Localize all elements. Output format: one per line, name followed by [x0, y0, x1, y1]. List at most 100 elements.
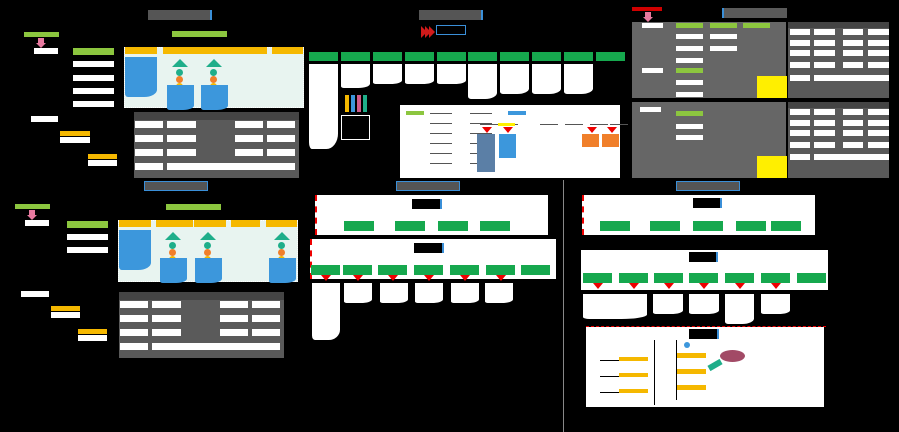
org-node[interactable]	[600, 221, 630, 231]
step-node[interactable]	[25, 220, 49, 226]
module-header[interactable]	[596, 52, 625, 61]
table-value-wide[interactable]	[152, 343, 280, 350]
process-node[interactable]	[676, 68, 703, 73]
table-value[interactable]	[814, 142, 835, 148]
module-header[interactable]	[532, 52, 561, 61]
approval-step[interactable]	[677, 353, 706, 358]
table-value[interactable]	[167, 135, 196, 142]
dept-node[interactable]	[311, 265, 340, 275]
table-value-wide[interactable]	[814, 75, 889, 81]
module-header[interactable]	[341, 52, 370, 61]
table-value[interactable]	[868, 50, 889, 56]
dept-node[interactable]	[654, 273, 683, 283]
module-header[interactable]	[309, 52, 338, 61]
dept-node[interactable]	[378, 265, 407, 275]
table-value[interactable]	[152, 301, 181, 308]
table-value[interactable]	[814, 109, 835, 115]
process-node[interactable]	[642, 68, 663, 73]
table-value[interactable]	[814, 29, 835, 35]
process-node[interactable]	[676, 135, 703, 140]
category-item[interactable]	[67, 234, 108, 240]
approval-step[interactable]	[619, 373, 648, 377]
step-node[interactable]	[34, 48, 58, 54]
org-node[interactable]	[395, 221, 425, 231]
process-node[interactable]	[710, 46, 737, 51]
step-node[interactable]	[60, 131, 90, 136]
table-value[interactable]	[868, 29, 889, 35]
process-node[interactable]	[676, 92, 703, 97]
center-node[interactable]	[436, 25, 466, 35]
step-node[interactable]	[51, 306, 80, 311]
table-value[interactable]	[167, 121, 196, 128]
dept-node[interactable]	[450, 265, 479, 275]
table-value-wide[interactable]	[814, 154, 889, 160]
dept-node[interactable]	[761, 273, 790, 283]
dept-node[interactable]	[619, 273, 648, 283]
approval-step[interactable]	[619, 389, 648, 393]
process-node[interactable]	[676, 58, 703, 63]
process-node[interactable]	[676, 111, 703, 116]
module-header[interactable]	[405, 52, 434, 61]
table-value[interactable]	[814, 50, 835, 56]
table-value[interactable]	[267, 149, 295, 156]
table-value[interactable]	[868, 109, 889, 115]
table-value[interactable]	[252, 301, 280, 308]
org-node[interactable]	[344, 221, 374, 231]
module-header[interactable]	[468, 52, 497, 61]
step-node[interactable]	[31, 116, 58, 122]
dept-node[interactable]	[486, 265, 515, 275]
process-node[interactable]	[676, 46, 703, 51]
process-node[interactable]	[642, 23, 663, 28]
table-value[interactable]	[252, 315, 280, 322]
dept-node[interactable]	[689, 273, 718, 283]
module-header[interactable]	[437, 52, 466, 61]
module-header[interactable]	[500, 52, 529, 61]
table-value[interactable]	[868, 130, 889, 136]
table-value[interactable]	[252, 329, 280, 336]
process-node[interactable]	[640, 107, 661, 112]
table-value[interactable]	[152, 315, 181, 322]
table-value[interactable]	[868, 40, 889, 46]
category-item[interactable]	[73, 88, 114, 94]
module-header[interactable]	[373, 52, 402, 61]
table-value-wide[interactable]	[167, 163, 295, 170]
org-node[interactable]	[736, 221, 766, 231]
process-node[interactable]	[676, 80, 703, 85]
dept-node[interactable]	[583, 273, 612, 283]
process-node[interactable]	[743, 23, 770, 28]
process-node[interactable]	[676, 34, 703, 39]
table-value[interactable]	[267, 135, 295, 142]
step-node[interactable]	[60, 137, 90, 143]
dept-node[interactable]	[797, 273, 826, 283]
module-header[interactable]	[564, 52, 593, 61]
table-value[interactable]	[868, 120, 889, 126]
dept-node[interactable]	[343, 265, 372, 275]
org-node[interactable]	[438, 221, 468, 231]
org-node[interactable]	[650, 221, 680, 231]
table-value[interactable]	[814, 62, 835, 68]
step-node[interactable]	[78, 329, 107, 334]
table-value[interactable]	[167, 149, 196, 156]
step-node[interactable]	[88, 154, 117, 159]
org-node[interactable]	[771, 221, 801, 231]
step-node[interactable]	[88, 160, 117, 166]
category-item[interactable]	[73, 101, 114, 107]
step-node[interactable]	[21, 291, 49, 297]
step-node[interactable]	[51, 312, 80, 318]
table-value[interactable]	[814, 130, 835, 136]
table-value[interactable]	[868, 62, 889, 68]
step-node[interactable]	[78, 335, 107, 341]
approval-step[interactable]	[677, 369, 706, 374]
category-item[interactable]	[73, 75, 114, 81]
category-item[interactable]	[73, 61, 114, 67]
table-value[interactable]	[152, 329, 181, 336]
process-node[interactable]	[710, 34, 737, 39]
dept-node[interactable]	[725, 273, 754, 283]
process-node[interactable]	[676, 23, 703, 28]
process-node[interactable]	[710, 23, 737, 28]
dept-node[interactable]	[521, 265, 550, 275]
dept-node[interactable]	[414, 265, 443, 275]
approval-step[interactable]	[619, 357, 648, 361]
table-value[interactable]	[868, 142, 889, 148]
table-value[interactable]	[814, 40, 835, 46]
